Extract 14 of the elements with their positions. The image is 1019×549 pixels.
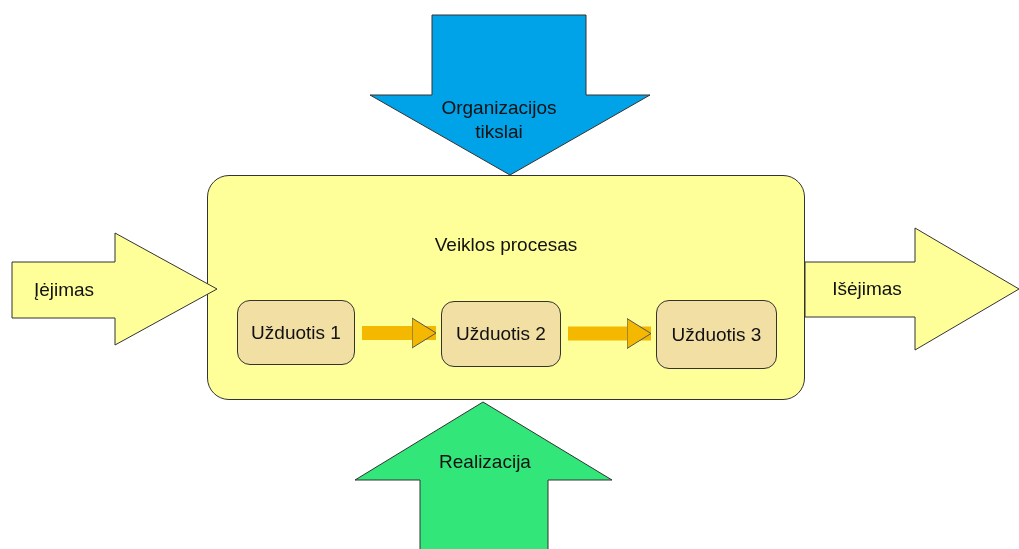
arrow-label: Įėjimas [32, 278, 96, 302]
task-box [656, 300, 777, 369]
task-label: Užduotis 1 [251, 320, 341, 345]
arrow-label: Organizacijos tikslai [440, 96, 558, 144]
process-title: Veiklos procesas [433, 233, 579, 257]
arrow [362, 317, 437, 349]
arrow-label: Realizacija [438, 450, 532, 474]
task-label: Užduotis 2 [456, 322, 546, 346]
process-box [207, 175, 805, 400]
arrow [568, 318, 652, 349]
task-box [441, 301, 561, 367]
arrow-label: Išėjimas [831, 277, 903, 301]
task-box [237, 300, 355, 365]
task-label: Užduotis 3 [671, 322, 762, 347]
